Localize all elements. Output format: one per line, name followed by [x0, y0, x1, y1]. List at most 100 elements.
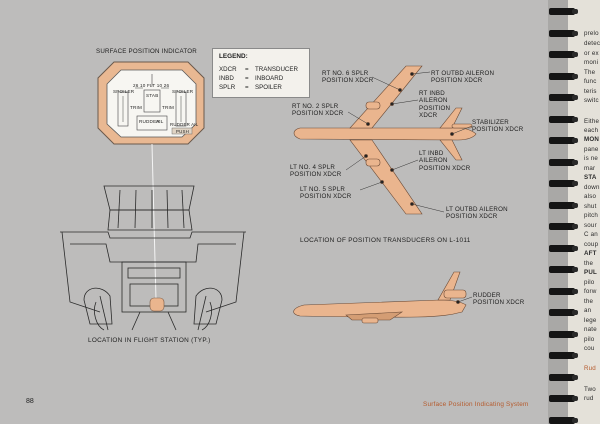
l1011-top-view	[293, 65, 477, 215]
facing-page-line: switc	[584, 97, 599, 104]
binding-ring	[549, 309, 578, 316]
surface-position-indicator	[97, 61, 205, 301]
callout-rt-no6-spoiler: RT NO. 6 SPLR POSITION XDCR	[322, 70, 374, 85]
legend-row: SPLR = SPOILER	[219, 84, 282, 91]
dial-label-ail: AIL	[156, 119, 164, 124]
legend-eq: =	[245, 66, 249, 73]
facing-page-line: or ex	[584, 50, 599, 57]
binding-ring	[549, 223, 578, 230]
binding-ring	[549, 331, 578, 338]
facing-page-line: coup	[584, 241, 599, 248]
binding-ring	[549, 30, 578, 37]
legend-abbr: SPLR	[219, 84, 236, 91]
dial-label-spoiler-left: SPOILER	[113, 89, 135, 94]
facing-page-line: cou	[584, 345, 595, 352]
l1011-side-view	[293, 271, 467, 324]
facing-page-line: lege	[584, 317, 597, 324]
dial-label-push: PUSH	[176, 129, 189, 134]
binding-ring	[549, 51, 578, 58]
callout-stabilizer: STABILIZER POSITION XDCR	[472, 119, 524, 134]
binding-ring	[549, 8, 578, 15]
facing-page-line: func	[584, 78, 597, 85]
binding-ring	[549, 159, 578, 166]
facing-page-line: is ne	[584, 155, 599, 162]
facing-page-line: rud	[584, 395, 594, 402]
facing-page-line: mar	[584, 165, 596, 172]
dial-label-spoiler-right: SPOILER	[172, 89, 194, 94]
legend-row: INBD = INBOARD	[219, 75, 283, 82]
facing-page-line: detec	[584, 40, 600, 47]
dial-label-trim-left: TRIM	[130, 105, 143, 110]
facing-page-line: nate	[584, 326, 597, 333]
binding-ring	[549, 73, 578, 80]
legend-row: XDCR = TRANSDUCER	[219, 66, 298, 73]
binding-ring	[549, 245, 578, 252]
indicator-heading: SURFACE POSITION INDICATOR	[96, 48, 197, 55]
callout-lt-outbd-aileron: LT OUTBD AILERON POSITION XDCR	[446, 206, 508, 221]
callout-lt-no4-spoiler: LT NO. 4 SPLR POSITION XDCR	[290, 164, 342, 179]
facing-page-line: pane	[584, 146, 599, 153]
dial-label-rudder-ail: RUDDER AIL	[170, 122, 199, 127]
facing-page-line: the	[584, 298, 594, 305]
facing-page-line: pilo	[584, 279, 595, 286]
callout-lt-no5-spoiler: LT NO. 5 SPLR POSITION XDCR	[300, 186, 352, 201]
facing-page-line: sour	[584, 222, 597, 229]
facing-page-line: prelo	[584, 30, 599, 37]
facing-page-line: teris	[584, 88, 597, 95]
dial-label-stab: STAB	[146, 93, 159, 98]
binding-ring	[549, 417, 578, 424]
callout-rt-no2-spoiler: RT NO. 2 SPLR POSITION XDCR	[292, 103, 344, 118]
facing-page-line: an	[584, 307, 592, 314]
legend-title: LEGEND:	[219, 53, 248, 60]
facing-page-line: pitch	[584, 212, 599, 219]
facing-page-line: The	[584, 69, 596, 76]
facing-page-line: moni	[584, 59, 599, 66]
legend-abbr: INBD	[219, 75, 234, 82]
legend-eq: =	[245, 84, 249, 91]
legend-meaning: TRANSDUCER	[255, 66, 298, 73]
binding-ring	[549, 352, 578, 359]
caption-flight-station: LOCATION IN FLIGHT STATION (TYP.)	[88, 337, 211, 344]
binding-ring	[549, 266, 578, 273]
dial-label-trim-right: TRIM	[162, 105, 175, 110]
facing-page-line: STA	[584, 174, 597, 181]
facing-page-line: each	[584, 127, 599, 134]
binding-ring	[549, 116, 578, 123]
facing-page-line: down	[584, 184, 600, 191]
callout-rt-inbd-aileron: RT INBD AILERON POSITION XDCR	[419, 90, 451, 120]
binding-ring	[549, 374, 578, 381]
legend-meaning: SPOILER	[255, 84, 282, 91]
binding-ring	[549, 288, 578, 295]
facing-page-line: pilo	[584, 336, 595, 343]
facing-page-line: MON	[584, 136, 600, 143]
facing-page-line: Rud	[584, 365, 596, 372]
legend-box: LEGEND: XDCR = TRANSDUCER INBD = INBOARD SPL…	[212, 48, 310, 98]
facing-page-line: C an	[584, 231, 598, 238]
binding-ring	[549, 180, 578, 187]
legend-abbr: XDCR	[219, 66, 237, 73]
legend-meaning: INBOARD	[255, 75, 284, 82]
page-number: 88	[26, 398, 34, 405]
binding-ring	[549, 395, 578, 402]
legend-eq: =	[245, 75, 249, 82]
indicator-location-marker	[149, 297, 165, 312]
callout-rt-outbd-aileron: RT OUTBD AILERON POSITION XDCR	[431, 70, 495, 85]
caption-transducer-locations: LOCATION OF POSITION TRANSDUCERS ON L-10…	[300, 237, 471, 244]
callout-lt-inbd-aileron: LT INBD AILERON POSITION XDCR	[419, 150, 471, 172]
binding-ring	[549, 202, 578, 209]
facing-page-line: the	[584, 260, 594, 267]
dial-label-scale: 26 10 FLT 10 26	[133, 83, 170, 88]
flight-station-drawing	[60, 185, 246, 331]
dial-label-rudder: RUDDER	[139, 119, 160, 124]
facing-page-line: forw	[584, 288, 597, 295]
facing-page-line: AFT	[584, 250, 597, 257]
facing-page-line: shut	[584, 203, 597, 210]
callout-rudder: RUDDER POSITION XDCR	[473, 292, 525, 307]
binding-ring	[549, 137, 578, 144]
facing-page-line: Two	[584, 386, 596, 393]
facing-page-line: Eithe	[584, 118, 600, 125]
facing-page-line: PUL	[584, 269, 597, 276]
section-title: Surface Position Indicating System	[423, 401, 529, 408]
